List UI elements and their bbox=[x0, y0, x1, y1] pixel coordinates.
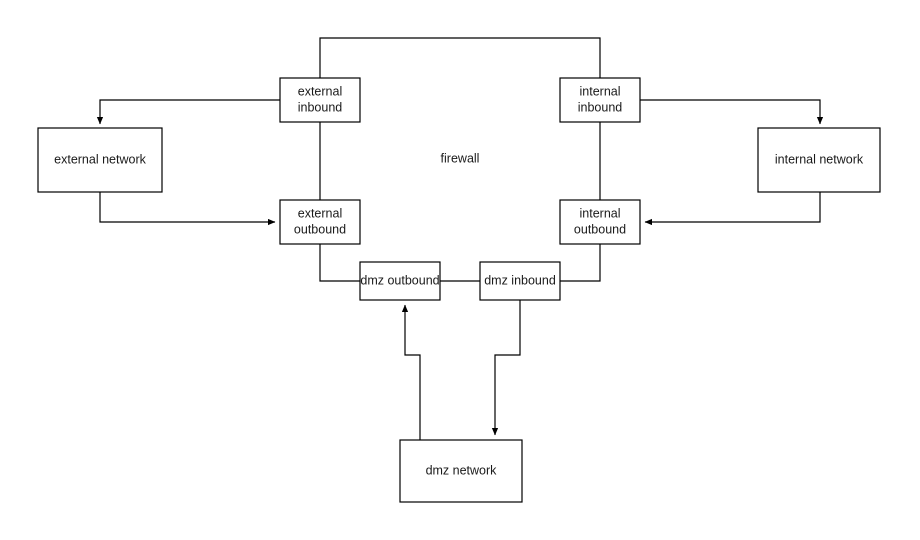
node-internal-inbound-label-line1: internal bbox=[580, 84, 621, 98]
node-external-network[interactable]: external network bbox=[37, 127, 163, 193]
edge-dmz-network-to-dmz-outbound bbox=[401, 304, 421, 440]
node-internal-inbound[interactable]: internal inbound bbox=[559, 77, 641, 123]
node-external-inbound[interactable]: external inbound bbox=[279, 77, 361, 123]
node-layer: external inbound internal inbound extern… bbox=[37, 77, 881, 503]
node-internal-network[interactable]: internal network bbox=[757, 127, 881, 193]
node-external-inbound-box[interactable] bbox=[279, 77, 361, 123]
node-dmz-outbound[interactable]: dmz outbound bbox=[359, 261, 441, 301]
node-internal-network-box[interactable] bbox=[757, 127, 881, 193]
node-external-inbound-label-line2: inbound bbox=[298, 100, 343, 114]
node-external-outbound[interactable]: external outbound bbox=[279, 199, 361, 245]
node-internal-network-label: internal network bbox=[775, 152, 864, 166]
firewall-group-label: firewall bbox=[441, 151, 480, 165]
node-internal-inbound-label-line2: inbound bbox=[578, 100, 623, 114]
node-dmz-inbound[interactable]: dmz inbound bbox=[479, 261, 561, 301]
node-internal-inbound-box[interactable] bbox=[559, 77, 641, 123]
edge-dmz-inbound-to-dmz-network bbox=[491, 300, 521, 436]
node-internal-outbound-label-line1: internal bbox=[580, 206, 621, 220]
node-external-network-label: external network bbox=[54, 152, 146, 166]
node-dmz-inbound-label: dmz inbound bbox=[484, 273, 556, 287]
edge-external-network-to-external-outbound bbox=[99, 192, 276, 226]
edge-external-inbound-to-internal-inbound bbox=[319, 37, 601, 78]
node-external-network-box[interactable] bbox=[37, 127, 163, 193]
node-external-outbound-label-line2: outbound bbox=[294, 222, 346, 236]
node-internal-outbound-label-line2: outbound bbox=[574, 222, 626, 236]
node-dmz-network-label: dmz network bbox=[426, 463, 498, 477]
node-external-inbound-label-line1: external bbox=[298, 84, 342, 98]
node-dmz-outbound-box[interactable] bbox=[359, 261, 441, 301]
node-dmz-network-box[interactable] bbox=[399, 439, 523, 503]
node-dmz-network[interactable]: dmz network bbox=[399, 439, 523, 503]
edge-internal-network-to-internal-outbound bbox=[644, 192, 821, 226]
node-dmz-inbound-box[interactable] bbox=[479, 261, 561, 301]
node-internal-outbound-box[interactable] bbox=[559, 199, 641, 245]
edge-internal-inbound-to-internal-network bbox=[640, 99, 824, 125]
node-internal-outbound[interactable]: internal outbound bbox=[559, 199, 641, 245]
edge-external-inbound-to-external-network bbox=[96, 99, 280, 125]
edge-external-outbound-to-dmz-outbound bbox=[319, 244, 360, 282]
node-external-outbound-box[interactable] bbox=[279, 199, 361, 245]
node-external-outbound-label-line1: external bbox=[298, 206, 342, 220]
node-dmz-outbound-label: dmz outbound bbox=[360, 273, 439, 287]
edge-layer bbox=[96, 37, 824, 440]
edge-dmz-inbound-to-internal-outbound bbox=[560, 244, 601, 282]
